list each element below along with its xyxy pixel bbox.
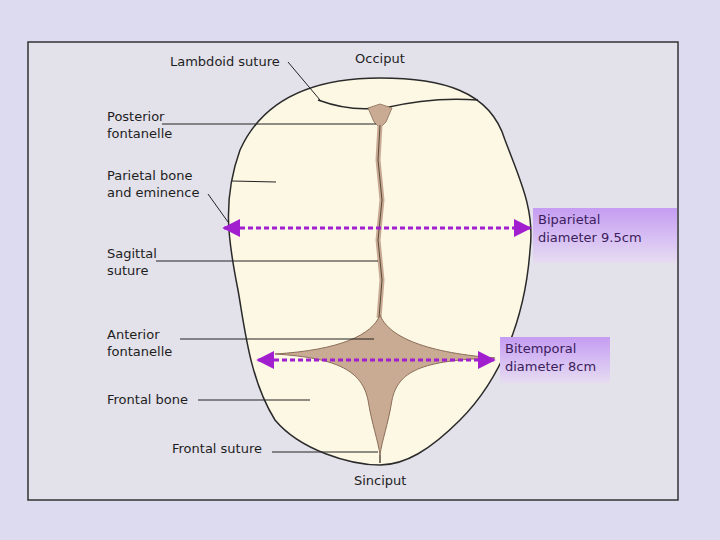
dimension-box: Biparietal diameter 9.5cm bbox=[533, 208, 677, 263]
part-label: Lambdoid suture bbox=[170, 53, 280, 70]
dimension-box: Bitemporal diameter 8cm bbox=[500, 337, 610, 383]
dimension-label: Bitemporal diameter 8cm bbox=[505, 340, 605, 376]
part-label: Frontal suture bbox=[172, 440, 262, 457]
part-label: Frontal bone bbox=[107, 391, 188, 408]
dimension-label: Biparietal diameter 9.5cm bbox=[538, 211, 656, 247]
part-label: Sinciput bbox=[354, 472, 406, 489]
part-label: Sagittal suture bbox=[107, 245, 185, 279]
part-label: Anterior fontanelle bbox=[107, 326, 189, 360]
part-label: Parietal bone and eminence bbox=[107, 167, 215, 201]
part-label: Occiput bbox=[355, 50, 405, 67]
part-label: Posterior fontanelle bbox=[107, 108, 189, 142]
